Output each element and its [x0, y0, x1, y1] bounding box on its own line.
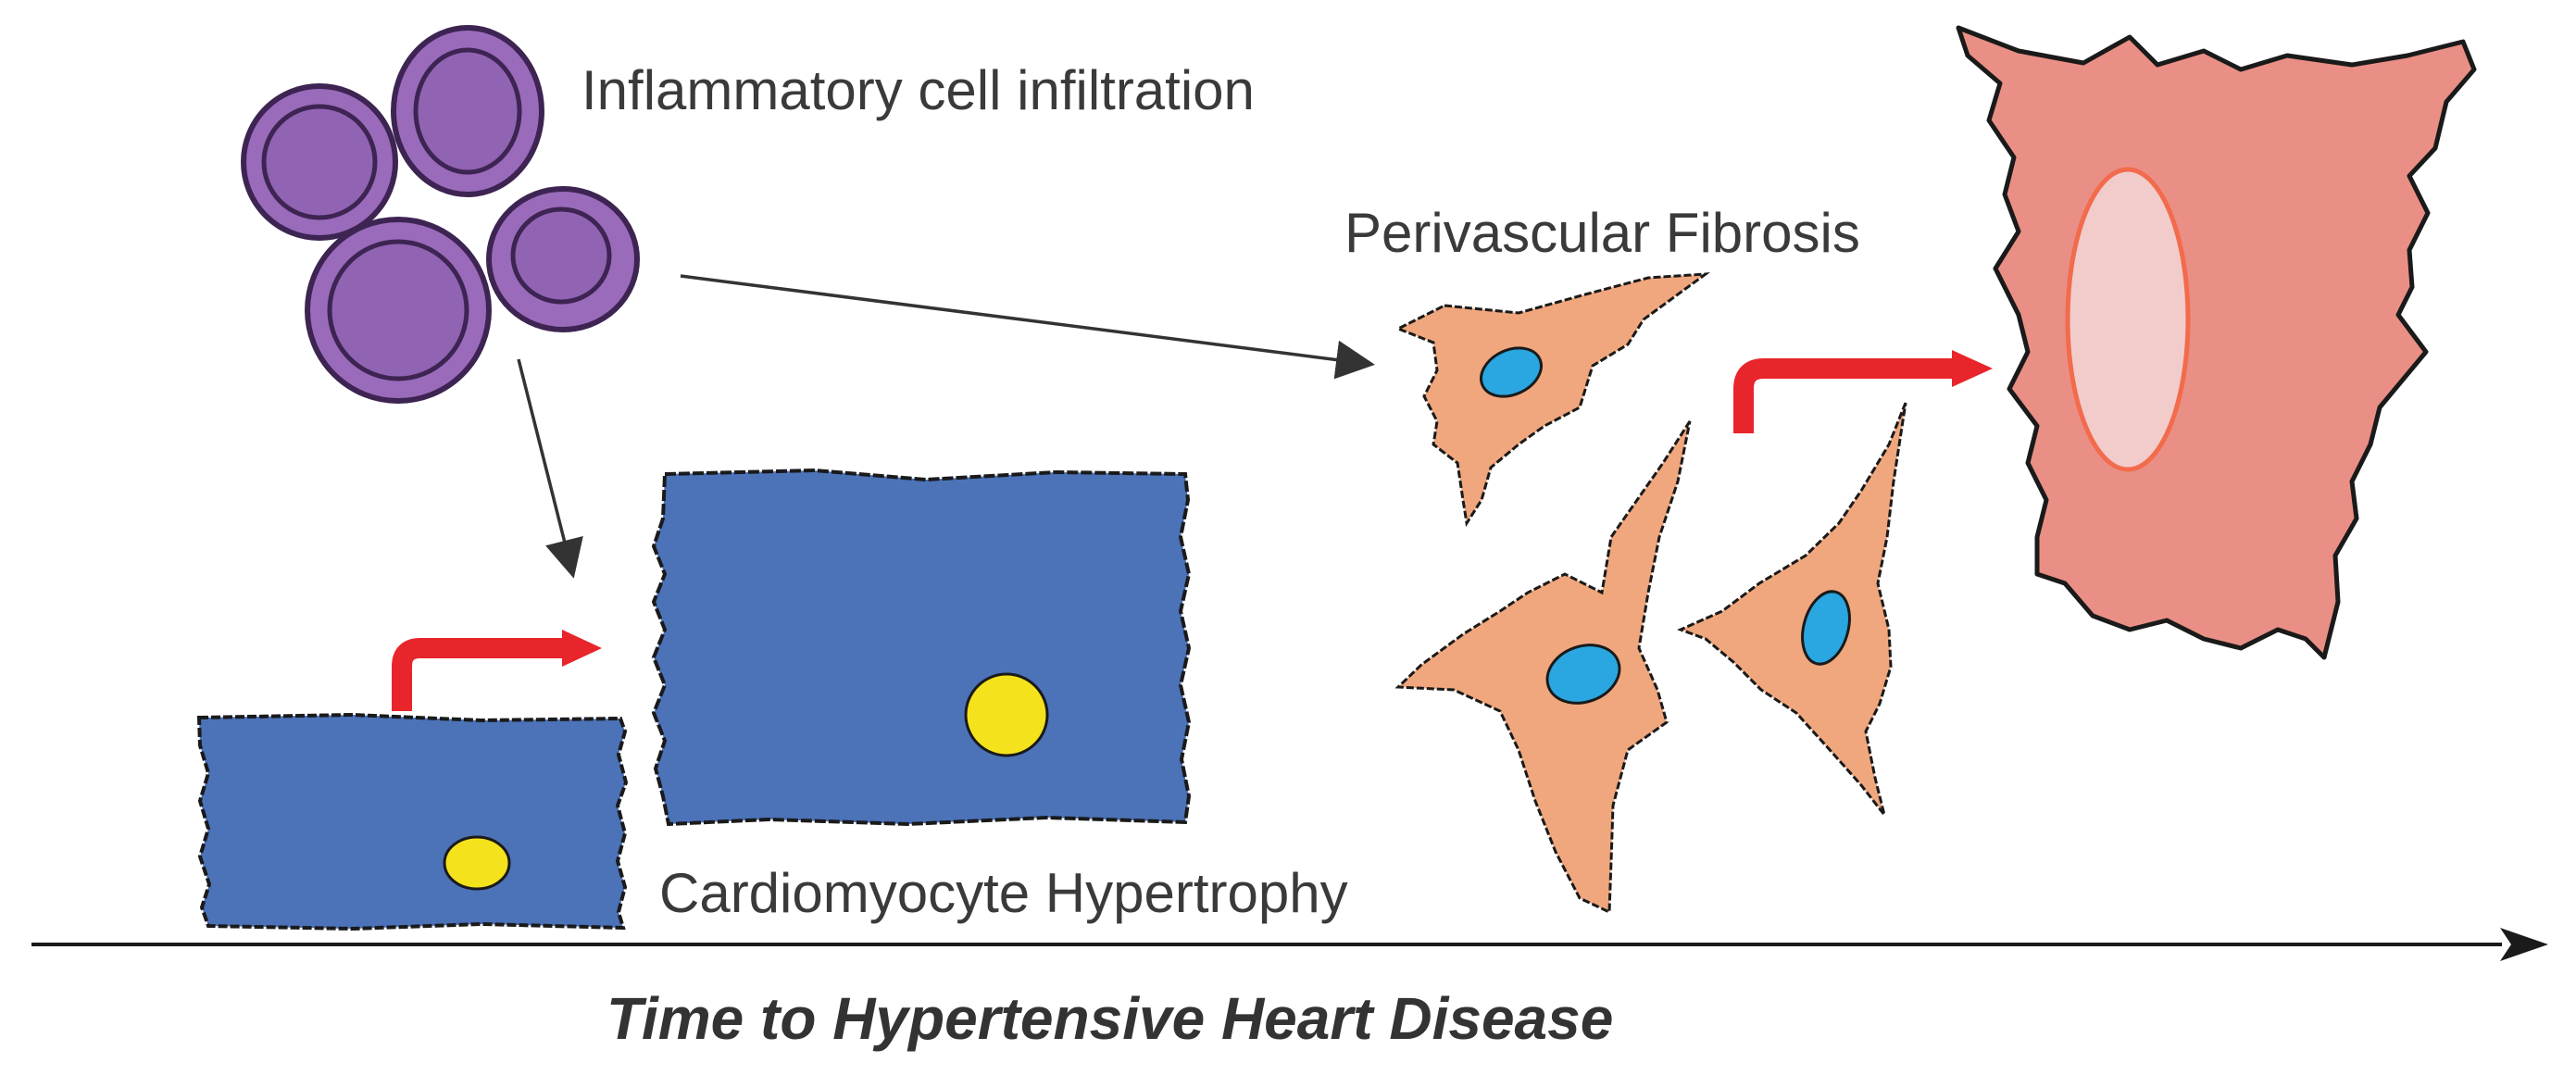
arrow-to-fibrosis [680, 274, 1375, 380]
inflammatory-cell-label: Inflammatory cell infiltration [581, 59, 1255, 121]
progression-arrow-fibrosis [1733, 358, 1956, 433]
hypertrophy-label: Cardiomyocyte Hypertrophy [659, 862, 1348, 924]
fibroblast-nucleus [1480, 346, 1543, 398]
fibroblast [1677, 402, 1907, 816]
cardiomyocyte-small [196, 712, 629, 931]
progression-arrow-hypertrophy [392, 638, 565, 711]
inflammatory-cell [305, 217, 492, 404]
timeline-label: Time to Hypertensive Heart Disease [606, 985, 1613, 1052]
fibroblast-nucleus [1545, 644, 1621, 705]
inflammatory-cells [241, 25, 640, 404]
arrow-to-hypertrophy [517, 358, 583, 579]
inflammatory-cell [241, 83, 398, 241]
myofibroblast [1956, 25, 2477, 660]
inflammatory-cell [391, 25, 544, 197]
fibrosis-label: Perivascular Fibrosis [1344, 202, 1860, 264]
fibroblast-nucleus [1801, 590, 1851, 666]
cardiomyocyte-nucleus [964, 672, 1049, 757]
cardiomyocyte-nucleus [443, 835, 511, 891]
timeline-axis [31, 928, 2548, 961]
cardiomyocyte-large [651, 468, 1192, 827]
fibroblast [1394, 420, 1692, 915]
fibroblast [1394, 272, 1711, 528]
inflammatory-cell [486, 186, 640, 332]
myofibroblast-nucleus [2065, 167, 2191, 472]
